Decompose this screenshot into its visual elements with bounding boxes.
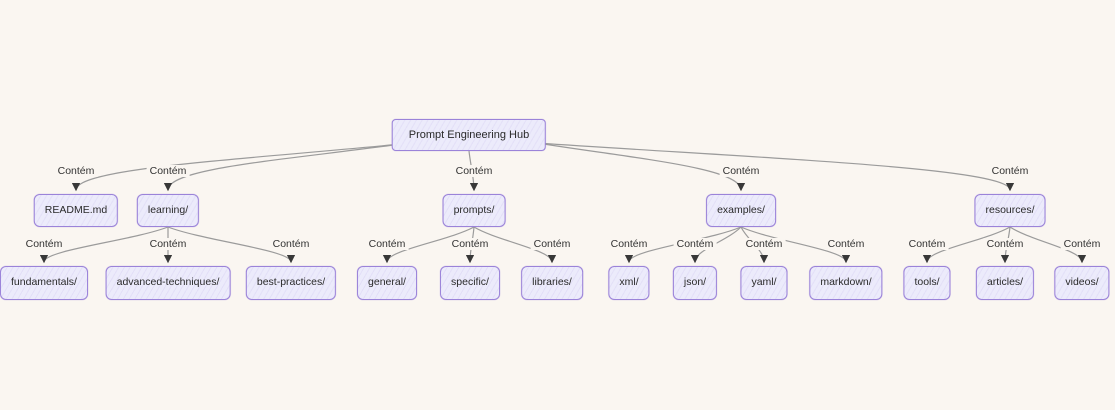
node-learning: learning/ (136, 194, 200, 227)
node-best: best-practices/ (245, 266, 337, 300)
edge-resources-videos (1009, 226, 1087, 264)
edge-label-root-readme: Contém (54, 165, 98, 177)
edge-label-root-examples: Contém (719, 165, 763, 177)
edge-label-learning-advanced: Contém (146, 238, 190, 250)
node-examples: examples/ (706, 194, 776, 227)
edge-label-examples-xml: Contém (607, 238, 651, 250)
node-libraries: libraries/ (521, 266, 583, 300)
edge-label-examples-markdown: Contém (824, 238, 868, 250)
node-xml: xml/ (608, 266, 650, 300)
node-resources: resources/ (974, 194, 1046, 227)
edge-label-examples-json: Contém (673, 238, 717, 250)
node-general: general/ (357, 266, 417, 300)
edge-label-resources-tools: Contém (905, 238, 949, 250)
edge-label-root-prompts: Contém (452, 165, 496, 177)
edge-root-examples (536, 142, 746, 192)
edge-root-learning (163, 143, 402, 192)
node-tools: tools/ (903, 266, 951, 300)
node-markdown: markdown/ (809, 266, 883, 300)
node-specific: specific/ (440, 266, 500, 300)
edge-label-root-learning: Contém (146, 165, 190, 177)
node-prompts: prompts/ (442, 194, 506, 227)
node-fundamentals: fundamentals/ (0, 266, 88, 300)
edge-learning-best (167, 226, 296, 264)
edge-resources-tools (922, 226, 1011, 264)
edge-prompts-libraries (473, 226, 557, 264)
edge-label-learning-fundamentals: Contém (22, 238, 66, 250)
edge-learning-fundamentals (39, 226, 169, 264)
node-root: Prompt Engineering Hub (391, 119, 547, 151)
edge-examples-xml (624, 226, 742, 264)
node-advanced: advanced-techniques/ (105, 266, 231, 300)
edge-root-resources (536, 142, 1015, 192)
edge-root-readme (71, 143, 402, 192)
edge-label-resources-articles: Contém (983, 238, 1027, 250)
node-yaml: yaml/ (740, 266, 788, 300)
node-readme: README.md (33, 194, 119, 227)
edge-prompts-general (382, 226, 475, 264)
edge-label-examples-yaml: Contém (742, 238, 786, 250)
node-json: json/ (672, 266, 718, 300)
edge-label-root-resources: Contém (988, 165, 1032, 177)
edge-label-prompts-specific: Contém (448, 238, 492, 250)
edge-label-resources-videos: Contém (1060, 238, 1104, 250)
edge-label-prompts-libraries: Contém (530, 238, 574, 250)
node-articles: articles/ (975, 266, 1035, 300)
edge-label-prompts-general: Contém (365, 238, 409, 250)
edge-examples-markdown (740, 226, 851, 264)
node-videos: videos/ (1054, 266, 1110, 300)
edge-label-learning-best: Contém (269, 238, 313, 250)
